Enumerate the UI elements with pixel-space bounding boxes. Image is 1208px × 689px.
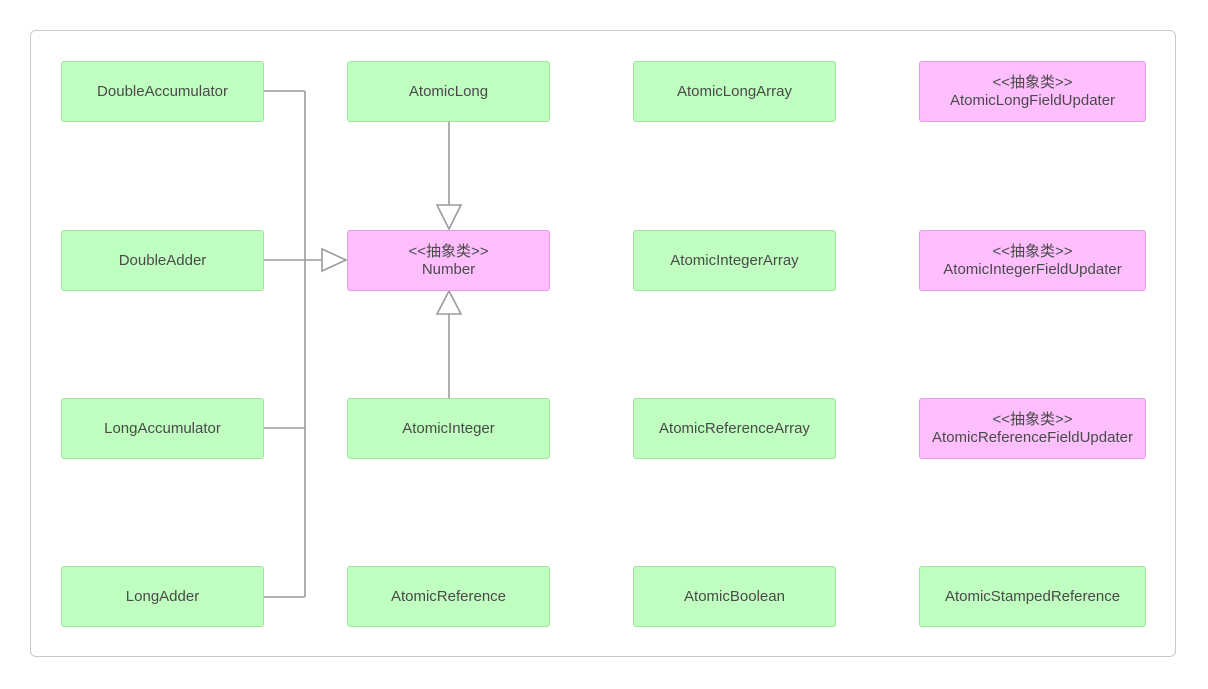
class-name: LongAdder	[125, 587, 200, 605]
class-name: DoubleAdder	[118, 251, 207, 269]
stereotype-label: <<抽象类>>	[992, 73, 1073, 91]
class-name: AtomicLongFieldUpdater	[949, 91, 1116, 109]
class-name: AtomicReference	[390, 587, 507, 605]
stereotype-label: <<抽象类>>	[992, 410, 1073, 428]
class-box-doubleadder: DoubleAdder	[61, 230, 264, 291]
class-box-atomicboolean: AtomicBoolean	[633, 566, 836, 627]
class-box-atomicintegerarray: AtomicIntegerArray	[633, 230, 836, 291]
class-box-atomiclongfieldupdater: <<抽象类>> AtomicLongFieldUpdater	[919, 61, 1146, 122]
class-box-longaccumulator: LongAccumulator	[61, 398, 264, 459]
class-box-atomicinteger: AtomicInteger	[347, 398, 550, 459]
class-box-atomicintegerfieldupdater: <<抽象类>> AtomicIntegerFieldUpdater	[919, 230, 1146, 291]
class-box-atomicreferencearray: AtomicReferenceArray	[633, 398, 836, 459]
class-box-doubleaccumulator: DoubleAccumulator	[61, 61, 264, 122]
class-name: AtomicInteger	[402, 419, 495, 437]
class-name: AtomicReferenceFieldUpdater	[932, 428, 1133, 446]
class-name: DoubleAccumulator	[97, 82, 228, 100]
class-box-atomicreferencefieldupdater: <<抽象类>> AtomicReferenceFieldUpdater	[919, 398, 1146, 459]
class-box-longadder: LongAdder	[61, 566, 264, 627]
class-name: AtomicIntegerArray	[670, 251, 799, 269]
class-box-atomicstampedreference: AtomicStampedReference	[919, 566, 1146, 627]
stereotype-label: <<抽象类>>	[992, 242, 1073, 260]
class-name: AtomicLong	[408, 82, 489, 100]
class-box-number: <<抽象类>> Number	[347, 230, 550, 291]
stereotype-label: <<抽象类>>	[408, 242, 489, 260]
class-box-atomicreference: AtomicReference	[347, 566, 550, 627]
class-name: AtomicStampedReference	[944, 587, 1121, 605]
class-box-atomiclongarray: AtomicLongArray	[633, 61, 836, 122]
class-name: AtomicReferenceArray	[659, 419, 810, 437]
class-name: Number	[421, 260, 476, 278]
class-name: AtomicBoolean	[684, 587, 785, 605]
class-name: LongAccumulator	[104, 419, 221, 437]
class-box-atomiclong: AtomicLong	[347, 61, 550, 122]
class-name: AtomicIntegerFieldUpdater	[943, 260, 1122, 278]
class-name: AtomicLongArray	[676, 82, 793, 100]
diagram-frame	[30, 30, 1176, 657]
